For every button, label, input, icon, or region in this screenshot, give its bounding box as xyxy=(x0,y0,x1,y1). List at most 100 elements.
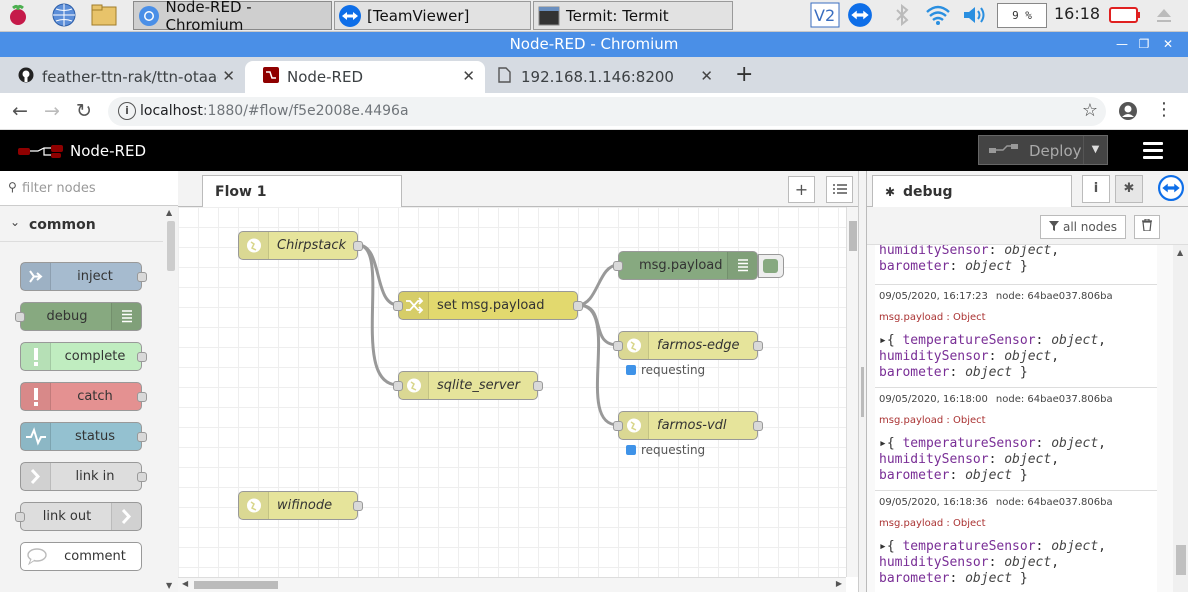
palette-category-header[interactable]: ⌄ common xyxy=(0,206,163,242)
eject-icon[interactable] xyxy=(1150,2,1178,28)
palette-node-link-out[interactable]: link out xyxy=(15,502,142,531)
scroll-right-icon[interactable]: ▶ xyxy=(835,579,842,588)
wire[interactable] xyxy=(357,243,399,307)
palette-node-link-in[interactable]: link in xyxy=(20,462,147,491)
node-farmos-edge[interactable]: farmos-edge xyxy=(613,331,763,360)
wire[interactable] xyxy=(357,243,399,387)
palette-node-status[interactable]: status xyxy=(20,422,147,451)
clock[interactable]: 16:18 xyxy=(1054,4,1101,23)
teamviewer-tray-icon[interactable] xyxy=(846,2,874,28)
close-icon[interactable]: ✕ xyxy=(1162,37,1174,51)
back-button[interactable]: ← xyxy=(12,100,28,122)
canvas-hscroll-thumb[interactable] xyxy=(194,581,278,589)
tab-flow-1[interactable]: Flow 1 xyxy=(202,175,402,208)
output-port[interactable] xyxy=(137,472,147,482)
address-bar[interactable]: i localhost:1880/#flow/f5e2008e.4496a ☆ xyxy=(108,97,1106,126)
tab-nodered[interactable]: Node-RED ✕ xyxy=(245,61,485,93)
splitter-grip[interactable] xyxy=(861,367,864,417)
node-wifinode[interactable]: wifinode xyxy=(238,491,363,520)
input-port[interactable] xyxy=(393,381,403,391)
expand-caret-icon[interactable]: ▸ xyxy=(879,333,887,348)
filter-all-nodes-button[interactable]: all nodes xyxy=(1040,215,1126,239)
forward-button[interactable]: → xyxy=(44,100,60,122)
canvas-horizontal-scrollbar[interactable]: ◀ ▶ xyxy=(178,577,846,592)
new-tab-button[interactable]: + xyxy=(735,62,754,87)
palette-node-inject[interactable]: inject xyxy=(20,262,147,291)
output-port[interactable] xyxy=(137,432,147,442)
input-port[interactable] xyxy=(15,312,25,322)
deploy-caret-icon[interactable]: ▼ xyxy=(1083,136,1107,164)
web-browser-icon[interactable] xyxy=(50,2,78,28)
tab-close-icon[interactable]: ✕ xyxy=(462,67,475,85)
task-chromium[interactable]: Node-RED - Chromium xyxy=(133,0,332,34)
output-port[interactable] xyxy=(137,272,147,282)
output-port[interactable] xyxy=(137,392,147,402)
input-port[interactable] xyxy=(613,261,623,271)
wire[interactable] xyxy=(577,263,619,307)
teamviewer-overlay-icon[interactable] xyxy=(1158,175,1184,201)
message-body[interactable]: ▸{ temperatureSensor: object, humiditySe… xyxy=(879,539,1106,586)
message-body[interactable]: ▸{ temperatureSensor: object, humiditySe… xyxy=(879,333,1106,380)
input-port[interactable] xyxy=(15,512,25,522)
input-port[interactable] xyxy=(393,301,403,311)
tab-local-server[interactable]: 192.168.1.146:8200 ✕ xyxy=(480,61,723,93)
palette-scroll-thumb[interactable] xyxy=(167,221,175,271)
palette-node-catch[interactable]: catch xyxy=(20,382,147,411)
scroll-up-icon[interactable]: ▲ xyxy=(1177,248,1184,257)
tab-close-icon[interactable]: ✕ xyxy=(700,67,713,85)
hamburger-menu-icon[interactable] xyxy=(1143,142,1163,163)
palette-scrollbar[interactable]: ▲ ▼ xyxy=(164,206,178,592)
output-port[interactable] xyxy=(533,381,543,391)
message-body[interactable]: ▸{ temperatureSensor: object, humiditySe… xyxy=(879,436,1106,483)
node-chirpstack[interactable]: Chirpstack xyxy=(238,231,363,260)
task-termit[interactable]: Termit: Termit xyxy=(533,1,733,30)
node-sqlite-server[interactable]: sqlite_server xyxy=(393,371,543,400)
palette-node-comment[interactable]: comment xyxy=(20,542,142,571)
reload-button[interactable]: ↻ xyxy=(76,100,92,122)
tab-debug[interactable]: ✱ debug xyxy=(872,175,1072,208)
node-set-msg-payload[interactable]: set msg.payload xyxy=(393,291,583,320)
file-manager-icon[interactable] xyxy=(90,2,118,28)
scroll-down-icon[interactable]: ▼ xyxy=(166,581,173,590)
expand-caret-icon[interactable]: ▸ xyxy=(879,436,887,451)
canvas-vscroll-thumb[interactable] xyxy=(849,221,857,251)
vnc-icon[interactable]: V2 xyxy=(808,2,842,28)
minimize-icon[interactable]: — xyxy=(1116,37,1128,51)
debug-toggle-button[interactable] xyxy=(758,254,784,278)
node-farmos-vdl[interactable]: farmos-vdl xyxy=(613,411,763,440)
output-port[interactable] xyxy=(573,301,583,311)
scroll-left-icon[interactable]: ◀ xyxy=(182,579,189,588)
debug-tab-button[interactable]: ✱ xyxy=(1115,175,1143,203)
profile-icon[interactable] xyxy=(1118,101,1138,125)
sidebar-splitter[interactable] xyxy=(858,171,866,592)
scroll-up-icon[interactable]: ▲ xyxy=(166,208,173,217)
task-teamviewer[interactable]: [TeamViewer] xyxy=(334,1,531,30)
battery-icon[interactable] xyxy=(1108,2,1142,28)
bluetooth-icon[interactable] xyxy=(888,2,916,28)
deploy-button[interactable]: Deploy ▼ xyxy=(978,135,1108,165)
output-port[interactable] xyxy=(353,501,363,511)
debug-scroll-thumb[interactable] xyxy=(1176,545,1186,575)
site-info-icon[interactable]: i xyxy=(118,102,136,120)
tab-github[interactable]: feather-ttn-rak/ttn-otaa-fe ✕ xyxy=(0,61,245,93)
output-port[interactable] xyxy=(353,241,363,251)
expand-caret-icon[interactable]: ▸ xyxy=(879,539,887,554)
output-port[interactable] xyxy=(137,352,147,362)
wifi-icon[interactable] xyxy=(924,2,952,28)
input-port[interactable] xyxy=(613,341,623,351)
browser-menu-icon[interactable]: ⋮ xyxy=(1155,99,1173,120)
bookmark-star-icon[interactable]: ☆ xyxy=(1081,100,1098,121)
filter-nodes-input[interactable]: ⚲ filter nodes xyxy=(0,171,178,206)
palette-node-complete[interactable]: complete xyxy=(20,342,147,371)
debug-scrollbar[interactable]: ▲ xyxy=(1173,245,1188,592)
add-flow-button[interactable]: + xyxy=(788,176,815,203)
flow-list-button[interactable] xyxy=(826,176,853,203)
url-text[interactable]: localhost:1880/#flow/f5e2008e.4496a xyxy=(140,103,409,119)
maximize-icon[interactable]: ❐ xyxy=(1138,37,1150,51)
flow-canvas[interactable]: Chirpstack set msg.payload sqlite_server… xyxy=(178,207,846,577)
output-port[interactable] xyxy=(753,341,763,351)
tab-close-icon[interactable]: ✕ xyxy=(222,67,235,85)
